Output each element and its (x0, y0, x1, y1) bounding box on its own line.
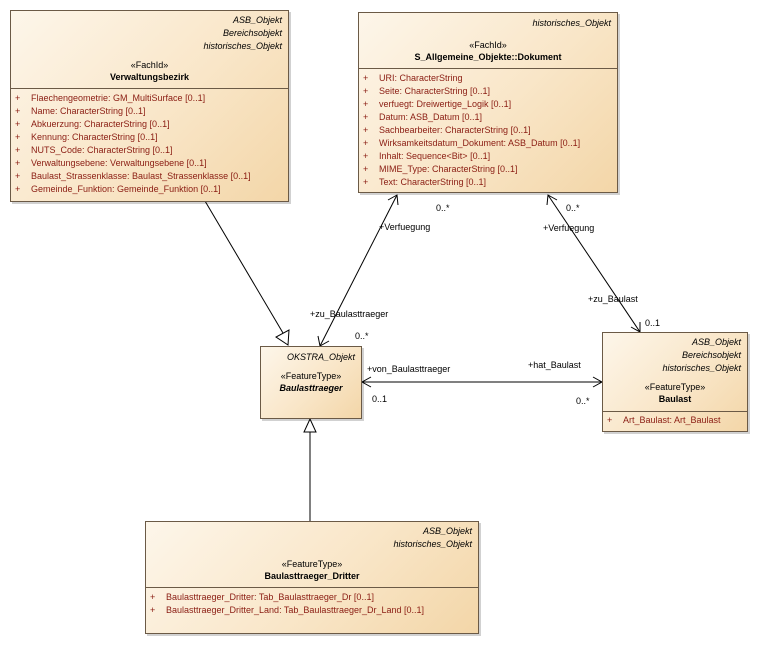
role-label: +Verfuegung (543, 223, 595, 233)
class-stereotype: «FeatureType» (280, 371, 342, 381)
generalization-arrowhead (303, 417, 317, 433)
association-arrowhead (360, 376, 372, 388)
association-verfuegung-1-line (319, 194, 398, 347)
attribute-row[interactable]: +Verwaltungsebene: Verwaltungsebene [0..… (15, 158, 207, 168)
class-tag: historisches_Objekt (532, 18, 611, 28)
attribute-row[interactable]: +Name: CharacterString [0..1] (15, 106, 146, 116)
attribute-row[interactable]: +Abkuerzung: CharacterString [0..1] (15, 119, 170, 129)
class-name: Baulasttraeger_Dritter (264, 571, 360, 581)
multiplicity-label: 0..* (355, 331, 369, 341)
attribute-row[interactable]: +NUTS_Code: CharacterString [0..1] (15, 145, 173, 155)
attribute-list: +Art_Baulast: Art_Baulast (603, 412, 747, 427)
attribute-row[interactable]: +Kennung: CharacterString [0..1] (15, 132, 158, 142)
attribute-row[interactable]: +Art_Baulast: Art_Baulast (607, 415, 721, 425)
multiplicity-label: 0..* (576, 396, 590, 406)
attribute-row[interactable]: +Wirksamkeitsdatum_Dokument: ASB_Datum [… (363, 138, 581, 148)
attribute-row[interactable]: +Baulasttraeger_Dritter_Land: Tab_Baulas… (150, 605, 424, 615)
attribute-row[interactable]: +Datum: ASB_Datum [0..1] (363, 112, 483, 122)
attribute-row[interactable]: +Flaechengeometrie: GM_MultiSurface [0..… (15, 93, 206, 103)
class-baulasttraeger[interactable]: OKSTRA_Objekt «FeatureType» Baulasttraeg… (260, 346, 362, 419)
class-name: Verwaltungsbezirk (109, 72, 190, 82)
attribute-row[interactable]: +Baulasttraeger_Dritter: Tab_Baulasttrae… (150, 592, 374, 602)
role-label: +von_Baulasttraeger (367, 364, 451, 374)
class-tag: ASB_Objekt (422, 526, 472, 536)
class-stereotype: «FeatureType» (281, 559, 343, 569)
class-name: Baulasttraeger (279, 383, 343, 393)
class-header: ASB_Objekt historisches_Objekt «FeatureT… (146, 522, 478, 588)
class-header: historisches_Objekt «FachId» S_Allgemein… (359, 13, 617, 69)
attribute-list: +Flaechengeometrie: GM_MultiSurface [0..… (11, 89, 288, 196)
role-label: +hat_Baulast (528, 360, 581, 370)
attribute-list: +URI: CharacterString +Seite: CharacterS… (359, 69, 617, 189)
class-baulasttraeger-dritter[interactable]: ASB_Objekt historisches_Objekt «FeatureT… (145, 521, 479, 634)
attribute-row[interactable]: +Sachbearbeiter: CharacterString [0..1] (363, 125, 531, 135)
role-label: +zu_Baulasttraeger (310, 309, 389, 319)
generalization-verwaltungsbezirk-line (204, 200, 284, 334)
class-name: S_Allgemeine_Objekte::Dokument (414, 52, 562, 62)
class-stereotype: «FachId» (130, 60, 169, 70)
class-tag: Bereichsobjekt (222, 28, 282, 38)
role-label: 0..* (436, 203, 450, 213)
role-label: +Verfuegung (379, 222, 431, 232)
attribute-row[interactable]: +Inhalt: Sequence<Bit> [0..1] (363, 151, 491, 161)
association-arrowhead (387, 194, 399, 206)
attribute-row[interactable]: +Gemeinde_Funktion: Gemeinde_Funktion [0… (15, 184, 221, 194)
multiplicity-label: 0..1 (372, 394, 388, 404)
attribute-row[interactable]: +URI: CharacterString (363, 73, 463, 83)
attribute-list: +Baulasttraeger_Dritter: Tab_Baulasttrae… (146, 588, 478, 617)
class-tag: Bereichsobjekt (681, 350, 741, 360)
generalization-arrowhead (275, 329, 290, 346)
role-label: +zu_Baulast (588, 294, 638, 304)
class-tag: ASB_Objekt (691, 337, 741, 347)
association-verfuegung-2-line (547, 194, 641, 333)
class-tag: historisches_Objekt (393, 539, 472, 549)
association-arrowhead (317, 335, 330, 347)
class-header: ASB_Objekt Bereichsobjekt historisches_O… (603, 333, 747, 412)
class-verwaltungsbezirk[interactable]: ASB_Objekt Bereichsobjekt historisches_O… (10, 10, 289, 202)
multiplicity-label: 0..* (566, 203, 580, 213)
attribute-row[interactable]: +verfuegt: Dreiwertige_Logik [0..1] (363, 99, 512, 109)
class-tag: OKSTRA_Objekt (286, 352, 355, 362)
class-tag: ASB_Objekt (232, 15, 282, 25)
class-stereotype: «FachId» (469, 40, 507, 50)
class-tag: historisches_Objekt (662, 363, 741, 373)
class-stereotype: «FeatureType» (644, 382, 706, 392)
class-header: ASB_Objekt Bereichsobjekt historisches_O… (11, 11, 288, 89)
class-baulast[interactable]: ASB_Objekt Bereichsobjekt historisches_O… (602, 332, 748, 432)
class-name: Baulast (658, 394, 692, 404)
attribute-row[interactable]: +MIME_Type: CharacterString [0..1] (363, 164, 518, 174)
attribute-row[interactable]: +Seite: CharacterString [0..1] (363, 86, 491, 96)
attribute-row[interactable]: +Baulast_Strassenklasse: Baulast_Strasse… (15, 171, 251, 181)
association-arrowhead (546, 194, 558, 206)
multiplicity-label: 0..1 (645, 318, 661, 328)
class-dokument[interactable]: historisches_Objekt «FachId» S_Allgemein… (358, 12, 618, 193)
class-tag: historisches_Objekt (203, 41, 282, 51)
attribute-row[interactable]: +Text: CharacterString [0..1] (363, 177, 487, 187)
